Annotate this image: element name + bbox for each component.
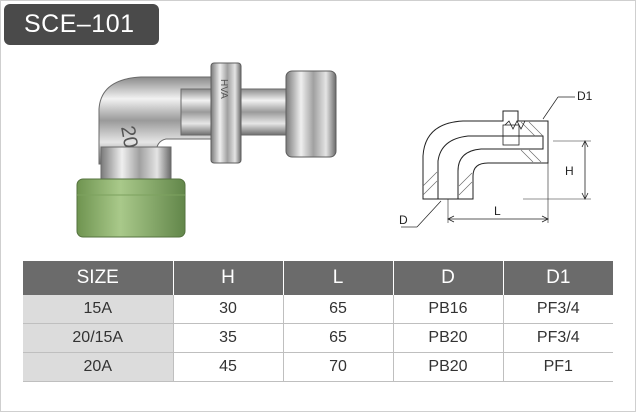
model-badge: SCE–101 [4,4,159,45]
model-title: SCE–101 [24,10,135,38]
cell-h: 45 [173,352,284,382]
header-d1: D1 [503,261,613,295]
cross-section-drawing: D1 H L D [399,89,593,228]
cell-size: 20/15A [23,323,174,353]
drawing-label-h: H [565,164,574,178]
header-size: SIZE [23,261,174,295]
cell-l: 65 [283,323,394,353]
green-ring [76,178,186,238]
cell-d: PB16 [393,295,504,324]
table-row: 20/15A 35 65 PB20 PF3/4 [23,323,613,353]
table-row: 20A 45 70 PB20 PF1 [23,352,613,382]
cell-size: 15A [23,295,174,324]
cell-size: 20A [23,352,174,382]
header-l: L [283,261,394,295]
cell-d1: PF3/4 [503,323,613,353]
drawing-label-d1: D1 [577,89,593,103]
cell-h: 30 [173,295,284,324]
drawing-label-l: L [494,204,501,218]
cell-d: PB20 [393,323,504,353]
engraved-20: 20 [116,124,142,150]
drawing-outline [422,110,549,200]
drawing-bore [437,135,544,199]
product-photo: 20 HVA [76,62,337,238]
end-hex-nut [285,70,337,158]
table-row: 15A 30 65 PB16 PF3/4 [23,295,613,324]
engraved-hva: HVA [218,79,229,99]
header-h: H [173,261,284,295]
cell-d: PB20 [393,352,504,382]
cell-l: 65 [283,295,394,324]
union-nut [210,62,242,164]
cell-l: 70 [283,352,394,382]
header-d: D [393,261,504,295]
cell-d1: PF3/4 [503,295,613,324]
drawing-label-d: D [399,213,408,227]
cell-d1: PF1 [503,352,613,382]
cell-h: 35 [173,323,284,353]
spec-table: SIZE H L D D1 15A 30 65 PB16 PF3/4 20/15… [23,261,613,382]
table-header-row: SIZE H L D D1 [23,261,613,295]
